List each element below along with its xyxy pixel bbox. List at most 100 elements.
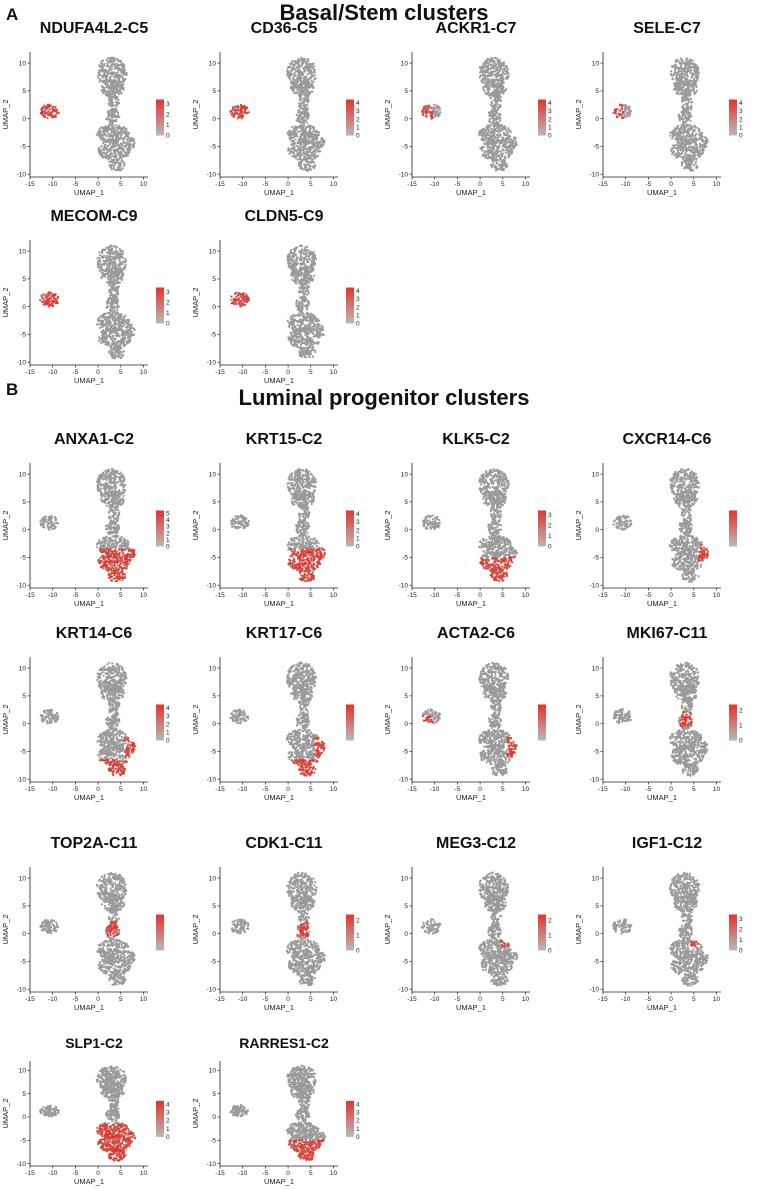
cell-point	[107, 111, 109, 113]
cell-point	[513, 142, 515, 144]
cell-point	[122, 138, 124, 140]
cell-point	[498, 146, 500, 148]
cell-point	[240, 112, 242, 114]
cell-point	[676, 156, 678, 158]
x-tick-label: 0	[478, 181, 482, 188]
cell-point	[685, 99, 687, 101]
cell-point	[117, 275, 119, 277]
cell-point	[299, 120, 301, 122]
cell-point	[121, 274, 123, 276]
cell-point	[104, 144, 106, 146]
cell-point	[118, 146, 120, 148]
legend-tick-label: 1	[166, 122, 170, 129]
cell-point	[489, 74, 491, 76]
cell-point	[484, 66, 486, 68]
cell-point	[695, 144, 697, 146]
cell-point	[298, 115, 300, 117]
cell-point	[121, 263, 123, 265]
cell-point	[495, 96, 497, 98]
cell-point	[300, 114, 302, 116]
cell-point	[688, 67, 690, 69]
cell-point	[490, 141, 492, 143]
cell-point	[672, 152, 674, 154]
cell-point	[123, 80, 125, 82]
cell-point	[108, 80, 110, 82]
cell-point	[689, 165, 691, 167]
y-tick-label: 5	[22, 276, 26, 283]
cell-point	[294, 127, 296, 129]
cell-point	[291, 62, 293, 64]
cell-point	[438, 114, 440, 116]
cell-point	[511, 145, 513, 147]
cell-point	[293, 92, 295, 94]
cell-point	[502, 70, 504, 72]
cell-point	[110, 286, 112, 288]
cell-point	[113, 277, 115, 279]
cell-point	[292, 137, 294, 139]
cell-point	[688, 156, 690, 158]
cell-point	[691, 101, 693, 103]
cell-point	[507, 68, 509, 70]
cell-point	[109, 66, 111, 68]
legend-tick-label: 3	[548, 108, 552, 115]
cell-point	[671, 137, 673, 139]
cell-point	[498, 107, 500, 109]
cell-point	[302, 62, 304, 64]
cell-point	[52, 111, 54, 113]
cell-point	[113, 166, 115, 168]
legend-tick-label: 4	[548, 100, 552, 107]
cell-point	[500, 142, 502, 144]
cell-point	[501, 154, 503, 156]
cell-point	[515, 142, 517, 144]
cell-point	[678, 155, 680, 157]
cell-point	[122, 145, 124, 147]
cell-point	[317, 150, 319, 152]
cell-point	[299, 106, 301, 108]
cell-point	[104, 69, 106, 71]
cell-point	[681, 72, 683, 74]
cell-point	[291, 140, 293, 142]
cell-point	[106, 63, 108, 65]
cell-point	[310, 76, 312, 78]
legend-tick-label: 1	[739, 125, 743, 132]
cell-point	[685, 59, 687, 61]
cell-point	[105, 155, 107, 157]
cell-point	[108, 118, 110, 120]
cell-point	[133, 144, 135, 146]
cell-point	[111, 65, 113, 67]
cell-point	[102, 157, 104, 159]
cell-point	[306, 157, 308, 159]
cell-point	[306, 91, 308, 93]
cell-point	[482, 78, 484, 80]
cell-point	[119, 85, 121, 87]
cell-point	[313, 145, 315, 147]
cell-point	[294, 72, 296, 74]
cell-point	[119, 271, 121, 273]
cell-point	[122, 252, 124, 254]
y-tick-label: -5	[20, 144, 26, 151]
cell-point	[306, 101, 308, 103]
cell-point	[497, 85, 499, 87]
cell-point	[502, 77, 504, 79]
cell-point	[677, 145, 679, 147]
cell-point	[305, 168, 307, 170]
cell-point	[108, 267, 110, 269]
cell-point	[490, 117, 492, 119]
cell-point	[108, 283, 110, 285]
cell-point	[100, 277, 102, 279]
cell-point	[694, 71, 696, 73]
cell-point	[512, 139, 514, 141]
legend-tick-label: 0	[356, 133, 360, 140]
cell-point	[302, 134, 304, 136]
cell-point	[676, 82, 678, 84]
cell-point	[108, 300, 110, 302]
cell-point	[114, 60, 116, 62]
cell-point	[112, 113, 114, 115]
legend-tick-label: 0	[739, 133, 743, 140]
cell-point	[307, 162, 309, 164]
cell-point	[426, 109, 428, 111]
cell-point	[482, 135, 484, 137]
cell-point	[292, 144, 294, 146]
cell-point	[304, 110, 306, 112]
cell-point	[687, 129, 689, 131]
